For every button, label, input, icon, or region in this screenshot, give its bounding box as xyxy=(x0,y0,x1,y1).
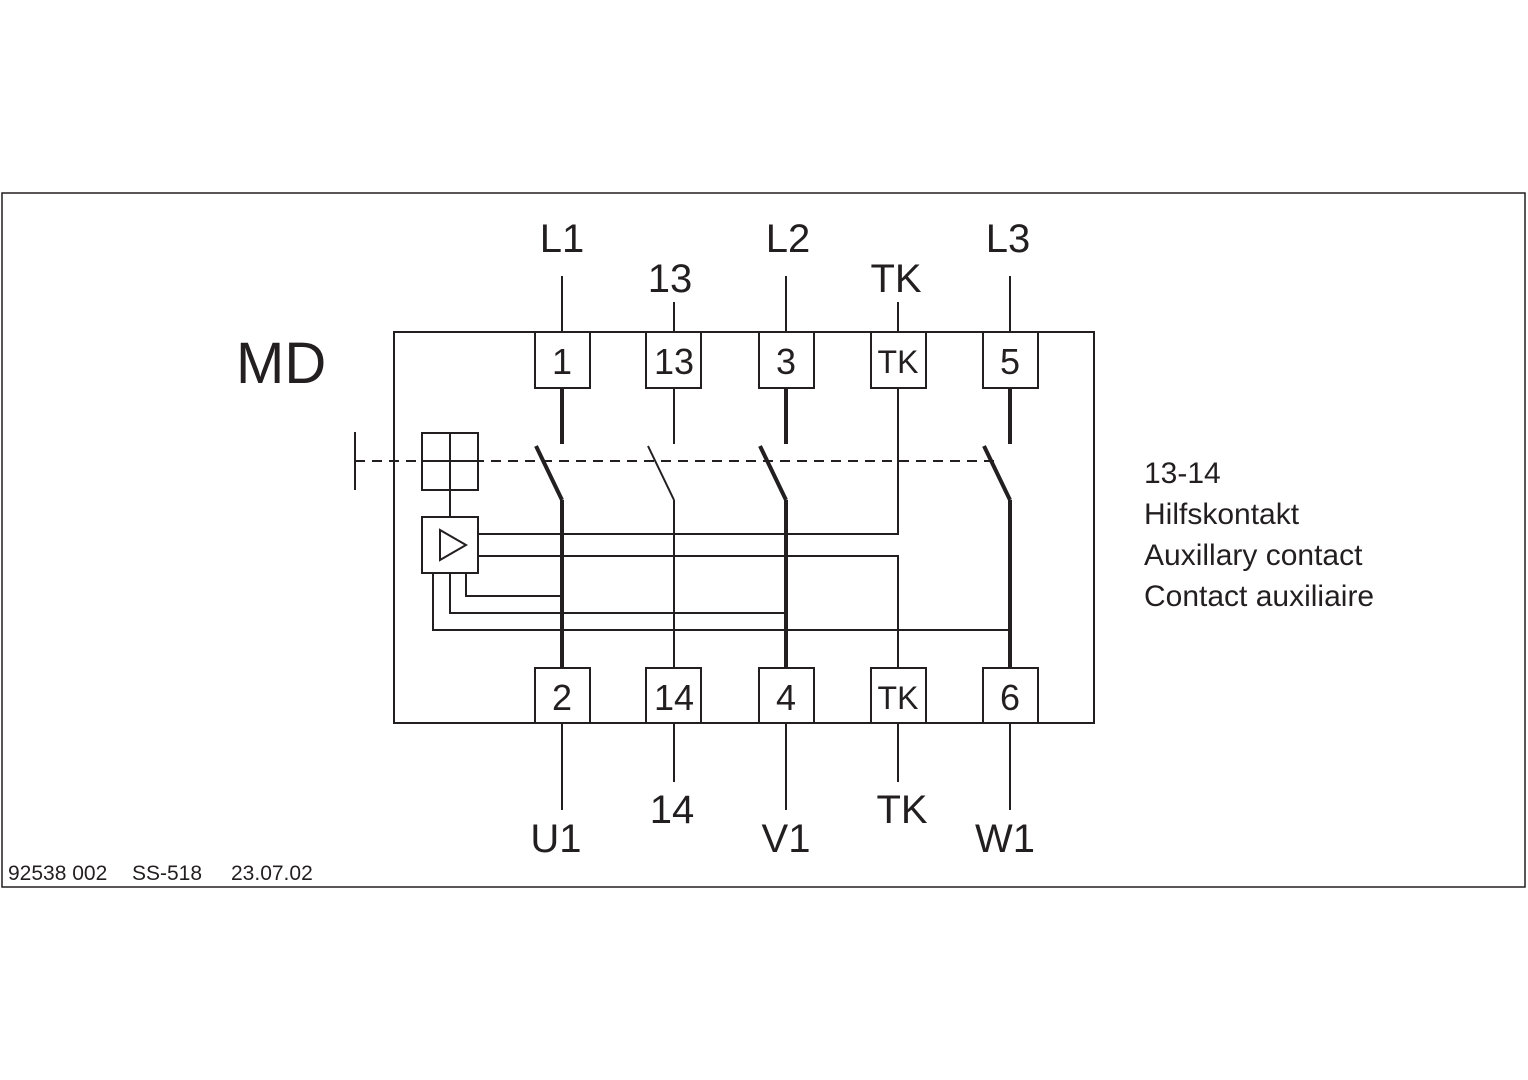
footer-doc-number: 92538 002 xyxy=(8,862,107,885)
top-terminal-label: L1 xyxy=(540,217,585,261)
legend-terminals: 13-14 xyxy=(1144,457,1221,490)
drawing-frame xyxy=(1,192,1526,888)
switch-blade-l3 xyxy=(982,445,1012,501)
device-label: MD xyxy=(236,331,326,396)
switch-blade-l2 xyxy=(758,445,788,501)
sense-wire-l1 xyxy=(465,573,562,597)
top-terminal-box-1 xyxy=(534,331,591,389)
bottom-terminal-box-4 xyxy=(758,667,815,724)
sense-wire-l3 xyxy=(432,573,1010,631)
top-terminal-box-5 xyxy=(982,331,1039,389)
top-terminal-box-3 xyxy=(758,331,815,389)
top-terminal-box-13 xyxy=(645,331,702,389)
top-box-number: 3 xyxy=(776,341,796,382)
tk-top-wire xyxy=(478,388,899,535)
legend-english: Auxillary contact xyxy=(1144,539,1363,572)
top-box-number: 5 xyxy=(1000,341,1020,382)
bottom-terminal-label: 14 xyxy=(650,788,695,832)
bottom-box-number: 14 xyxy=(654,677,694,718)
top-terminal-label: TK xyxy=(870,257,921,301)
top-box-number: TK xyxy=(878,344,919,380)
top-box-number: 1 xyxy=(552,341,572,382)
bottom-terminal-label: W1 xyxy=(975,817,1035,861)
bottom-terminal-box-14 xyxy=(645,667,702,724)
legend-french: Contact auxiliaire xyxy=(1144,580,1374,613)
switch-blade-aux xyxy=(647,445,675,501)
trip-unit-triangle-icon xyxy=(439,528,469,562)
device-enclosure xyxy=(393,331,1095,724)
footer-ref: SS-518 xyxy=(132,862,202,885)
sense-wire-l2 xyxy=(449,573,786,614)
bottom-terminal-box-6 xyxy=(982,667,1039,724)
top-box-number: 13 xyxy=(654,341,694,382)
footer-date: 23.07.02 xyxy=(231,862,313,885)
bottom-box-number: 6 xyxy=(1000,677,1020,718)
top-terminal-label: L3 xyxy=(986,217,1031,261)
top-terminal-label: L2 xyxy=(766,217,811,261)
bottom-box-number: 4 xyxy=(776,677,796,718)
bottom-box-number: TK xyxy=(878,680,919,716)
bottom-terminal-label: U1 xyxy=(530,817,581,861)
switch-blade-l1 xyxy=(534,445,564,501)
trip-unit xyxy=(421,516,479,574)
legend-german: Hilfskontakt xyxy=(1144,498,1300,531)
top-terminal-box-tk xyxy=(870,331,927,389)
bottom-terminal-label: V1 xyxy=(762,817,811,861)
bottom-box-number: 2 xyxy=(552,677,572,718)
bottom-terminal-box-2 xyxy=(534,667,591,724)
top-terminal-label: 13 xyxy=(648,257,693,301)
bottom-terminal-box-tk xyxy=(870,667,927,724)
bottom-terminal-label: TK xyxy=(876,788,927,832)
